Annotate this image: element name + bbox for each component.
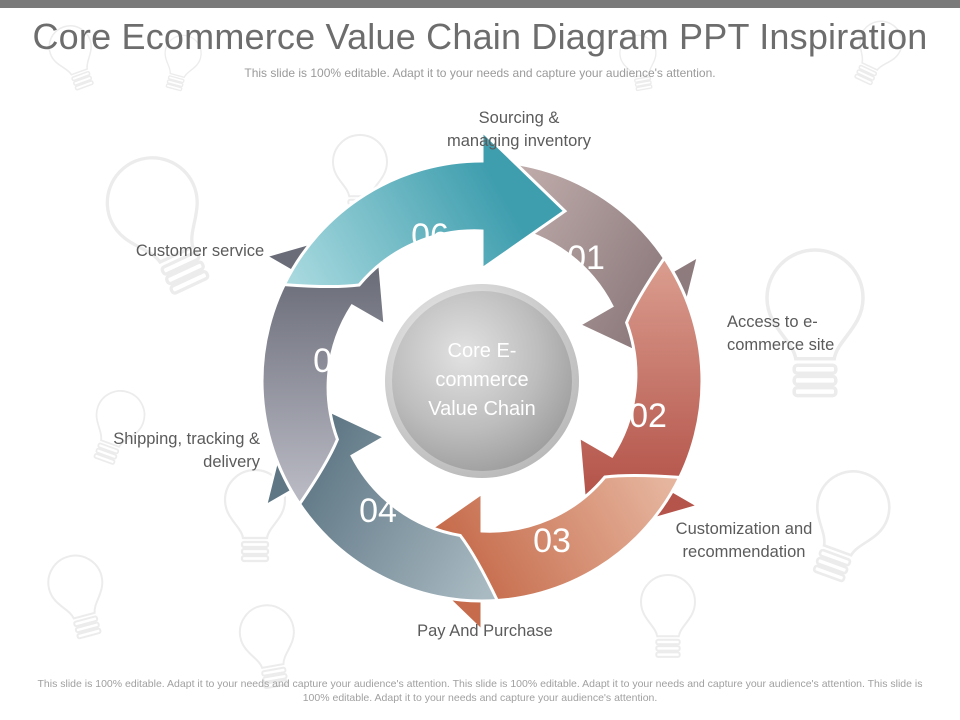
bulb-icon xyxy=(105,156,210,295)
step-4-label-line-1: Pay And Purchase xyxy=(417,622,553,640)
step-5-number: 05 xyxy=(313,342,351,380)
step-3-number: 03 xyxy=(533,522,571,560)
step-4-label: Pay And Purchase xyxy=(385,620,585,643)
slide-subtitle: This slide is 100% editable. Adapt it to… xyxy=(244,66,716,80)
step-3-label-line-2: recommendation xyxy=(682,543,806,561)
bulb-icon xyxy=(93,390,146,465)
bulb-icon xyxy=(854,20,903,86)
step-5-label: Shipping, tracking & delivery xyxy=(70,428,260,474)
bulb-icon xyxy=(48,25,94,91)
center-line-2: commerce xyxy=(435,369,528,391)
bulb-icon xyxy=(47,554,104,640)
step-2-label: Access to e- commerce site xyxy=(727,311,897,357)
step-5-arrow: 05 xyxy=(260,222,387,507)
bulb-icon xyxy=(238,604,295,690)
step-2-arrow-shape xyxy=(577,255,704,540)
step-1-label: Sourcing & managing inventory xyxy=(419,107,619,153)
bulb-icon xyxy=(164,34,202,92)
bulb-icon xyxy=(765,248,865,398)
step-3-label: Customization and recommendation xyxy=(654,518,834,564)
top-accent-bar xyxy=(0,0,960,8)
step-5-arrow-shape xyxy=(260,222,387,507)
bulb-icon xyxy=(640,574,696,658)
step-2-arrow: 02 xyxy=(577,255,704,540)
step-2-label-line-2: commerce site xyxy=(727,336,835,354)
step-1-number: 01 xyxy=(567,239,605,277)
bulb-icon xyxy=(223,468,287,563)
step-6-label: Customer service xyxy=(110,240,290,263)
step-5-label-line-1: Shipping, tracking & xyxy=(113,430,260,448)
slide-footer: This slide is 100% editable. Adapt it to… xyxy=(37,678,923,704)
step-2-label-line-1: Access to e- xyxy=(727,313,818,331)
step-1-label-line-2: managing inventory xyxy=(446,132,591,150)
step-5-label-line-2: delivery xyxy=(203,453,260,471)
step-6-label-line-1: Customer service xyxy=(135,242,265,260)
bulb-icon xyxy=(812,470,891,583)
step-4-number: 04 xyxy=(359,492,397,530)
step-6-arrow: 06 xyxy=(281,127,568,289)
step-2-number: 02 xyxy=(629,397,667,435)
bulb-icon xyxy=(619,34,657,92)
step-3-label-line-1: Customization and xyxy=(675,520,813,538)
center-hub: Core E- commerce Value Chain xyxy=(385,284,579,478)
step-1-label-line-1: Sourcing & xyxy=(478,109,560,127)
step-6-number: 06 xyxy=(411,217,449,255)
center-line-1: Core E- xyxy=(448,340,517,362)
step-6-arrow-shape xyxy=(281,127,568,289)
center-line-3: Value Chain xyxy=(428,398,535,420)
slide-title: Core Ecommerce Value Chain Diagram PPT I… xyxy=(32,16,928,57)
